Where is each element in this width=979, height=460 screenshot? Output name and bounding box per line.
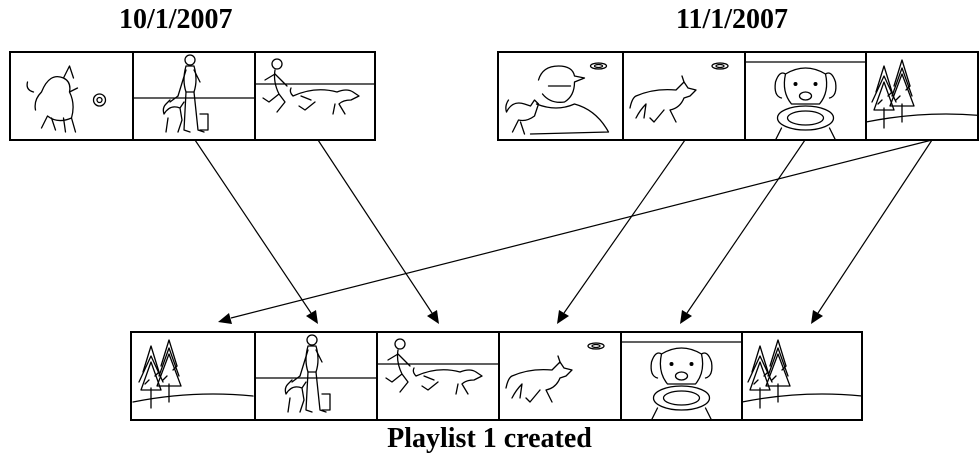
playlist-clip-5	[621, 332, 742, 420]
arrow-man-running-with-dog	[318, 140, 439, 324]
source-group-left	[10, 52, 375, 140]
source-clip-dog-running-to-disc	[623, 52, 745, 140]
arrow-man-with-dog	[195, 140, 318, 324]
mapping-arrows	[195, 140, 932, 324]
playlist-clip-4	[499, 332, 621, 420]
arrow-trees-to-last	[811, 140, 932, 324]
source-clip-dog-holding-disc	[745, 52, 866, 140]
arrow-dog-running-to-disc	[557, 140, 685, 324]
source-group-right	[498, 52, 979, 140]
source-clip-man-with-cap-and-dog	[498, 52, 623, 140]
source-clip-man-running-with-dog	[255, 52, 375, 140]
playlist-clip-1	[131, 332, 255, 420]
playlist-strip	[131, 332, 862, 420]
source-clip-man-with-dog	[133, 52, 255, 140]
playlist-clip-6	[742, 332, 862, 420]
arrow-dog-holding-disc	[680, 140, 805, 324]
playlist-clip-2	[255, 332, 377, 420]
source-clip-trees-landscape	[866, 52, 979, 140]
source-clip-dog-catching-disc	[10, 52, 133, 140]
playlist-clip-3	[377, 332, 499, 420]
